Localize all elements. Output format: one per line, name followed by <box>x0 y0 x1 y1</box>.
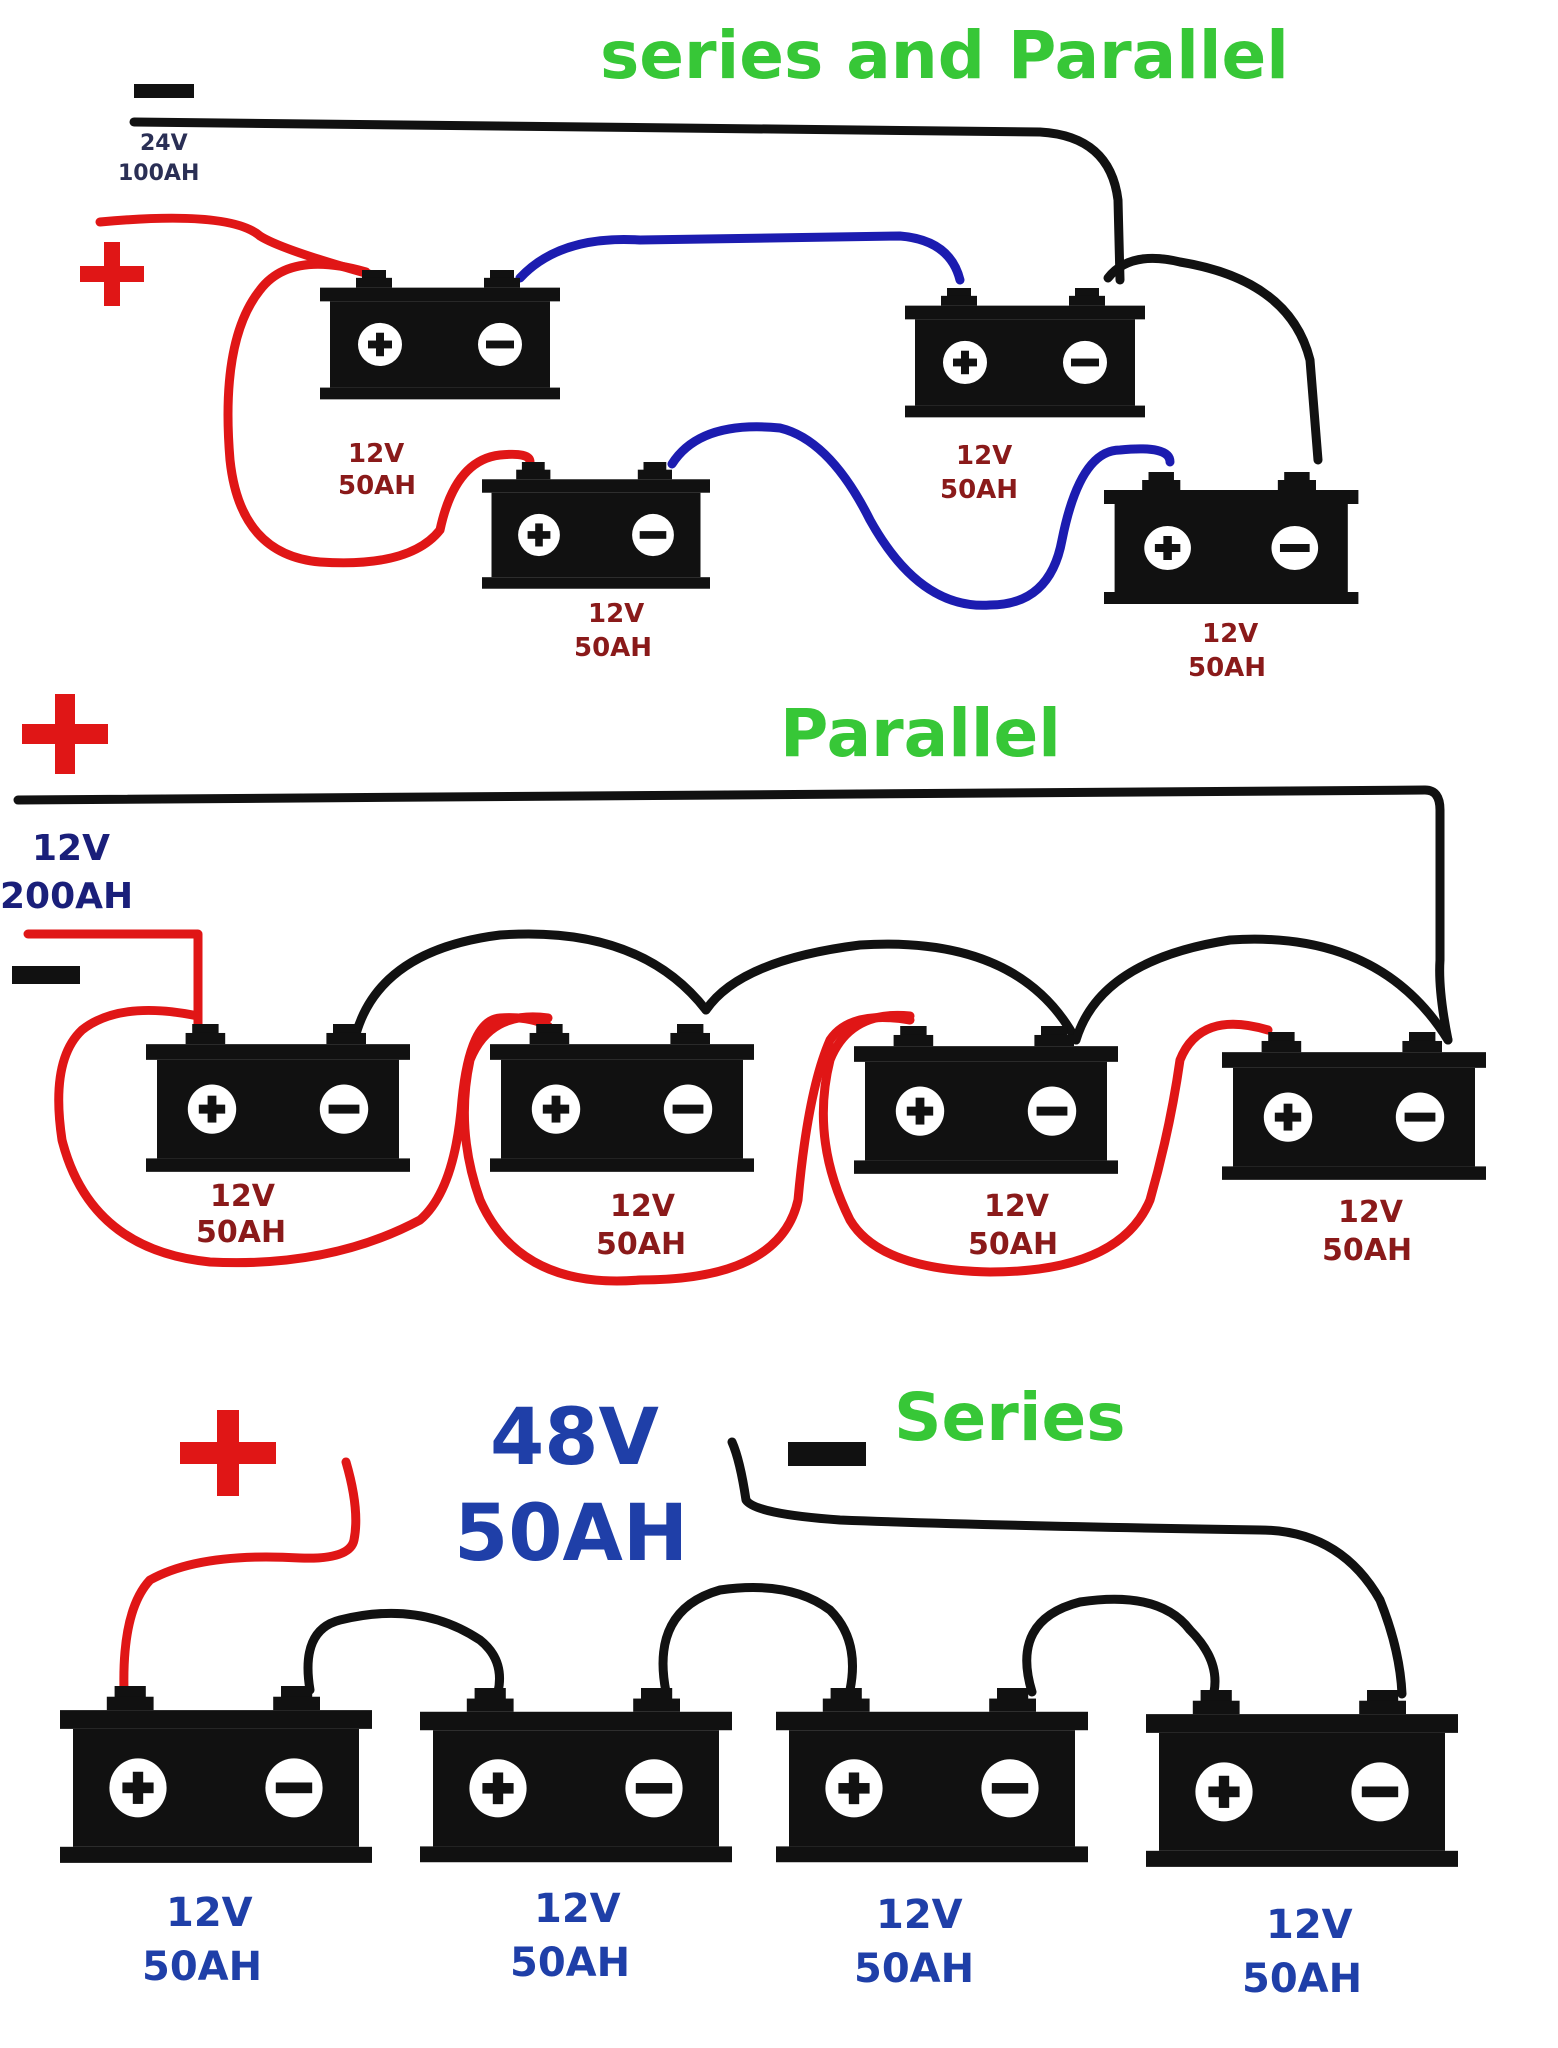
negative-output-wire <box>23 929 203 1029</box>
battery-2-capacity: 50AH <box>510 1940 630 1986</box>
battery-2-voltage: 12V <box>588 599 644 629</box>
total-capacity-label: 200AH <box>0 876 133 917</box>
parallel-title: Parallel <box>780 695 1061 772</box>
battery-2-voltage: 12V <box>534 1886 621 1932</box>
series-parallel-title: series and Parallel <box>600 17 1289 94</box>
parallel-link-wire-1 <box>351 929 711 1039</box>
series-link-wire-2 <box>658 1583 857 1697</box>
negative-sign-icon <box>12 966 80 984</box>
battery-1 <box>146 1024 410 1172</box>
battery-2-voltage: 12V <box>610 1189 676 1224</box>
battery-2-capacity: 50AH <box>574 633 652 663</box>
negative-link-wire <box>1103 253 1323 465</box>
battery-1-voltage: 12V <box>348 439 404 469</box>
parallel-link-wire-3 <box>1071 934 1453 1045</box>
battery-2 <box>482 462 710 589</box>
battery-3-voltage: 12V <box>956 441 1012 471</box>
series-link-wire-3 <box>1022 1594 1220 1697</box>
parallel-red-wire-3 <box>818 1010 1273 1277</box>
battery-4-capacity: 50AH <box>1242 1956 1362 2002</box>
battery-4-voltage: 12V <box>1266 1902 1353 1948</box>
positive-output-wire <box>119 1457 361 1695</box>
battery-2 <box>420 1688 732 1863</box>
battery-3-capacity: 50AH <box>968 1227 1058 1262</box>
parallel-link-wire-2 <box>701 939 1081 1045</box>
battery-4 <box>1146 1690 1458 1867</box>
battery-2 <box>490 1024 754 1172</box>
positive-output-wire <box>13 785 1453 1045</box>
negative-output-wire <box>129 117 1125 285</box>
battery-1 <box>320 270 560 400</box>
total-capacity-label: 100AH <box>118 161 199 186</box>
battery-3-capacity: 50AH <box>940 475 1018 505</box>
battery-4 <box>1104 472 1359 604</box>
battery-4-voltage: 12V <box>1338 1195 1404 1230</box>
battery-1-voltage: 12V <box>210 1179 276 1214</box>
series-link-wire-1 <box>303 1608 504 1697</box>
negative-sign-icon <box>788 1442 866 1466</box>
battery-4-capacity: 50AH <box>1188 653 1266 683</box>
battery-3-voltage: 12V <box>876 1892 963 1938</box>
battery-1-capacity: 50AH <box>196 1215 286 1250</box>
parallel-red-wire-2 <box>459 1012 915 1286</box>
total-voltage-label: 48V <box>490 1393 659 1483</box>
battery-3 <box>905 288 1145 418</box>
battery-1-capacity: 50AH <box>142 1944 262 1990</box>
battery-3 <box>854 1026 1118 1174</box>
battery-4-voltage: 12V <box>1202 619 1258 649</box>
parallel-red-wire-1 <box>54 1005 553 1268</box>
battery-4-capacity: 50AH <box>1322 1233 1412 1268</box>
positive-sign-icon <box>22 694 108 774</box>
series-parallel-section: series and Parallel 24V 100AH 12V 50AH 1… <box>80 17 1359 683</box>
battery-1-capacity: 50AH <box>338 471 416 501</box>
battery-4 <box>1222 1032 1486 1180</box>
positive-sign-icon <box>180 1410 276 1496</box>
total-capacity-label: 50AH <box>454 1489 688 1579</box>
battery-2-capacity: 50AH <box>596 1227 686 1262</box>
total-voltage-label: 12V <box>32 828 110 869</box>
negative-output-wire <box>727 1437 1407 1699</box>
series-title: Series <box>894 1379 1126 1456</box>
battery-1 <box>60 1686 372 1863</box>
series-section: Series 48V 50AH 12V 50AH 12V 50AH 12V 50… <box>60 1379 1458 2002</box>
total-voltage-label: 24V <box>140 131 188 156</box>
battery-3-capacity: 50AH <box>854 1946 974 1992</box>
series-link-wire-1 <box>515 231 965 285</box>
positive-link-wire <box>223 259 535 568</box>
negative-sign-icon <box>134 84 194 98</box>
positive-sign-icon <box>80 242 144 306</box>
battery-3-voltage: 12V <box>984 1189 1050 1224</box>
parallel-section: Parallel 12V 200AH 12V 50AH 12V 50AH 12V… <box>0 694 1486 1286</box>
series-link-wire-2 <box>667 422 1175 610</box>
battery-1-voltage: 12V <box>166 1890 253 1936</box>
battery-3 <box>776 1688 1088 1863</box>
